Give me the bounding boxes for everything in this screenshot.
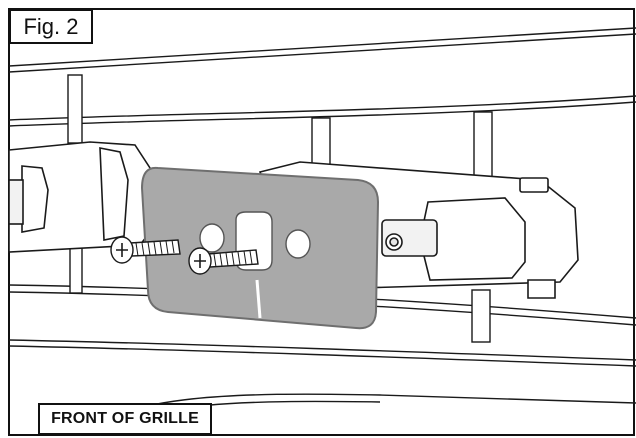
phillips-screw-icon (110, 236, 181, 264)
figure-caption: FRONT OF GRILLE (38, 403, 212, 435)
bracket-plate-slit (255, 279, 262, 319)
grille-vertical-posts (67, 74, 493, 343)
figure-label: Fig. 2 (9, 9, 93, 44)
bracket-plate (140, 166, 380, 330)
phillips-screw-icon (188, 247, 259, 275)
grille-top-slats (8, 27, 636, 127)
left-housing (8, 141, 151, 253)
bracket-hole-left (199, 223, 225, 253)
bracket-hole-right (285, 229, 311, 259)
